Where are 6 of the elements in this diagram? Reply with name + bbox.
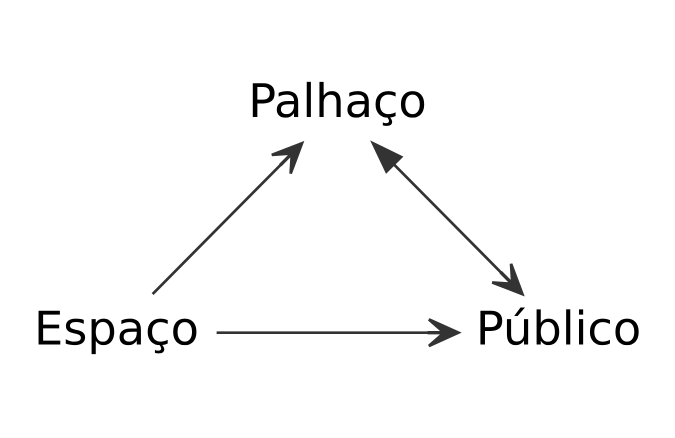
arrow (370, 140, 524, 296)
node-text: Palhaço (248, 74, 427, 128)
node-text: Espaço (34, 301, 199, 356)
arrow (152, 142, 304, 296)
node-text: Público (476, 301, 642, 356)
arrow (216, 318, 460, 348)
